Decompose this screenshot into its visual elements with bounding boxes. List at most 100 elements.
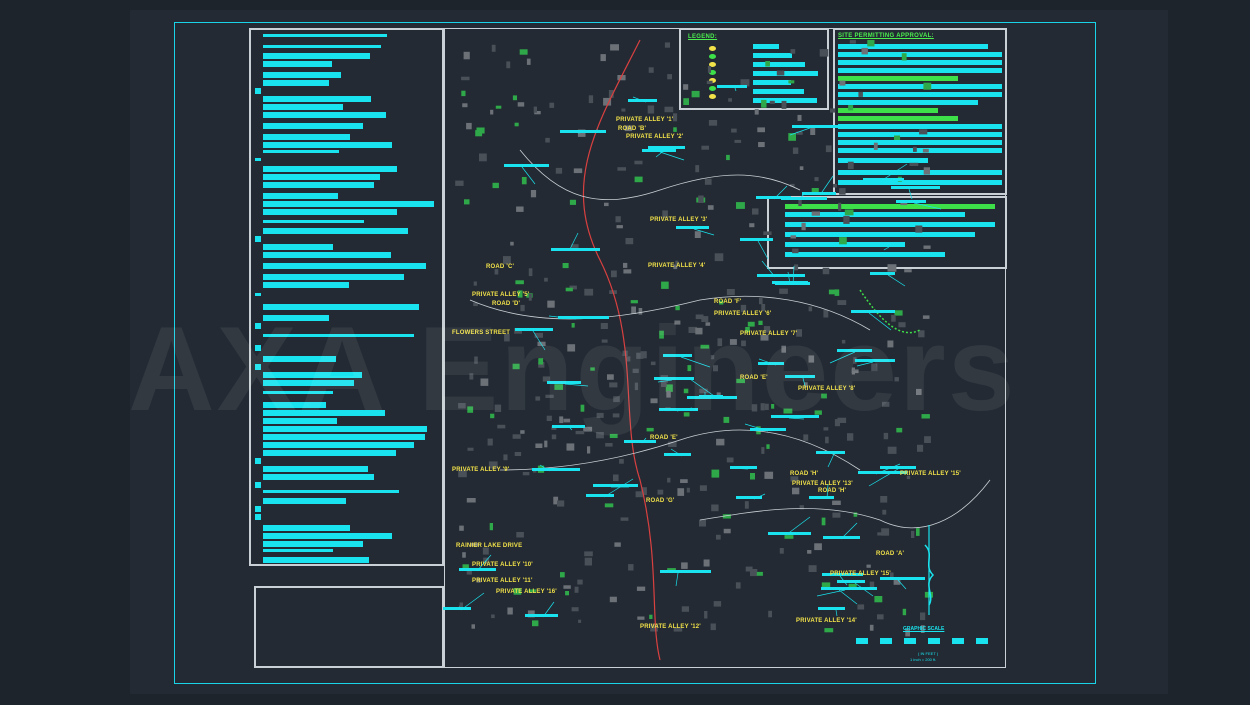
callout-tag <box>730 466 757 469</box>
lot-parcel <box>469 373 474 380</box>
permit-text-line <box>838 170 1002 175</box>
lot-parcel <box>683 84 689 90</box>
lot-parcel <box>584 557 592 566</box>
lot-parcel <box>554 384 563 390</box>
lot-parcel <box>844 209 854 216</box>
lot-parcel <box>661 379 667 387</box>
lot-parcel <box>664 106 674 113</box>
lot-parcel <box>760 403 765 411</box>
note-text-line <box>263 304 419 310</box>
lot-parcels <box>455 40 933 637</box>
lot-parcel <box>922 315 930 319</box>
lot-parcel <box>458 403 466 409</box>
lot-parcel <box>904 269 912 273</box>
lot-parcel <box>839 80 846 86</box>
lot-parcel <box>825 145 832 153</box>
lot-parcel <box>901 53 907 61</box>
lot-parcel <box>535 443 543 448</box>
lot-parcel <box>535 396 541 401</box>
legend-entry-line <box>753 62 805 67</box>
lot-parcel <box>808 306 813 312</box>
road-label: ROAD 'C' <box>486 264 515 270</box>
note-text-line <box>263 391 333 394</box>
lot-parcel <box>704 611 708 619</box>
legend-entry-line <box>753 44 779 49</box>
lot-parcel <box>699 388 708 394</box>
lot-parcel <box>723 416 730 423</box>
lot-parcel <box>668 441 677 447</box>
note-text-line <box>263 466 368 472</box>
lot-parcel <box>811 211 820 216</box>
leader-line <box>856 361 874 367</box>
note-text-line <box>263 252 391 258</box>
lot-parcel <box>650 361 656 366</box>
lot-parcel <box>683 388 689 394</box>
permit-text-line <box>838 180 1002 185</box>
lot-parcel <box>530 190 537 198</box>
lot-parcel <box>814 543 822 551</box>
callout-tag <box>593 484 638 487</box>
lot-parcel <box>713 601 722 607</box>
callout-tag <box>802 192 836 195</box>
lot-parcel <box>887 264 897 272</box>
lot-parcel <box>626 356 631 362</box>
note-text-line <box>255 293 261 296</box>
lot-parcel <box>790 49 796 54</box>
callout-tag <box>717 85 747 88</box>
lot-parcel <box>520 430 525 434</box>
lot-parcel <box>466 570 472 575</box>
note-text-line <box>263 549 333 552</box>
lot-parcel <box>474 356 478 364</box>
lot-parcel <box>808 355 815 363</box>
legend-entry-line <box>753 80 791 85</box>
note-text-line <box>263 228 408 234</box>
legend-symbol <box>709 62 716 67</box>
note-text-line <box>263 450 397 456</box>
callout-tag <box>837 349 872 352</box>
leader-line <box>868 468 899 487</box>
leader-line <box>659 151 685 161</box>
lot-parcel <box>779 288 788 294</box>
graphic-scale-title: GRAPHIC SCALE <box>903 626 945 632</box>
lot-parcel <box>832 500 841 505</box>
note-text-line <box>263 150 339 153</box>
callout-tag <box>822 573 863 576</box>
lot-parcel <box>608 90 614 98</box>
road-label: PRIVATE ALLEY '15' <box>900 471 961 477</box>
lot-parcel <box>634 176 643 183</box>
lot-parcel <box>650 623 658 632</box>
callout-tag <box>863 178 904 181</box>
callout-tag <box>663 354 692 357</box>
lot-parcel <box>776 70 785 76</box>
callout-tag <box>459 568 496 571</box>
lot-parcel <box>512 95 517 101</box>
lot-parcel <box>604 503 614 508</box>
lot-parcel <box>894 310 903 316</box>
road-label: PRIVATE ALLEY '12' <box>640 624 701 630</box>
callout-tag <box>816 451 845 454</box>
note-text-line <box>263 220 365 223</box>
note-text-line <box>263 53 371 59</box>
lot-parcel <box>517 290 523 298</box>
scale-segment <box>976 638 988 644</box>
lot-parcel <box>507 607 513 615</box>
leader-line <box>854 582 874 597</box>
leader-line <box>802 377 806 387</box>
callout-tag <box>858 471 907 474</box>
lot-parcel <box>637 616 645 620</box>
sheet-border <box>174 22 1096 684</box>
lot-parcel <box>596 432 604 439</box>
lot-parcel <box>590 367 595 371</box>
lot-parcel <box>853 357 857 364</box>
lot-parcel <box>707 205 714 210</box>
lot-parcel <box>920 625 925 633</box>
lot-parcel <box>880 496 888 503</box>
lot-parcel <box>695 314 704 320</box>
lot-parcel <box>521 177 527 185</box>
lot-parcel <box>706 80 713 84</box>
north-arrow-body <box>924 544 935 606</box>
lot-parcel <box>799 166 804 170</box>
lot-parcel <box>544 440 548 448</box>
lot-parcel <box>604 202 609 207</box>
lot-parcel <box>922 148 929 153</box>
